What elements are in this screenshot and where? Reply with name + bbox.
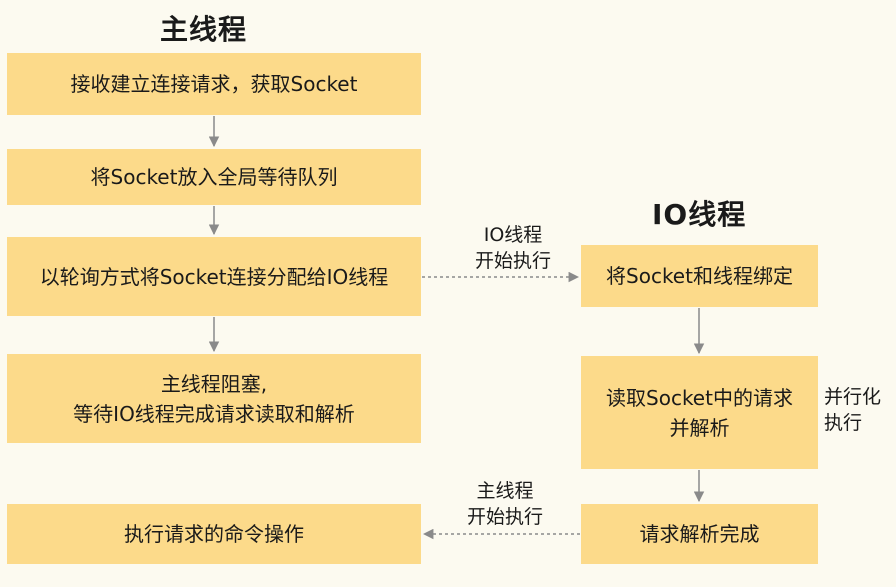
main-step-execute-command-text: 执行请求的命令操作	[124, 522, 304, 546]
parallel-execution-label: 并行化 执行	[824, 384, 881, 436]
io-step-read-parse-text-2: 并解析	[669, 415, 730, 440]
handoff-to-io-label-line-2: 开始执行	[474, 250, 551, 272]
io-step-read-parse: 读取Socket中的请求 并解析	[581, 356, 818, 469]
io-thread-title: IO线程	[652, 198, 747, 231]
main-step-enqueue-socket: 将Socket放入全局等待队列	[7, 149, 421, 205]
io-step-parse-done-text: 请求解析完成	[639, 522, 760, 546]
handoff-to-main-label-line-1: 主线程	[476, 480, 534, 502]
io-step-bind-socket-text: 将Socket和线程绑定	[606, 264, 793, 288]
main-step-accept-connection-text: 接收建立连接请求，获取Socket	[70, 72, 358, 96]
io-step-read-parse-text-1: 读取Socket中的请求	[606, 385, 793, 410]
main-step-block-wait-text-2: 等待IO线程完成请求读取和解析	[73, 401, 355, 426]
main-step-dispatch-to-io: 以轮询方式将Socket连接分配给IO线程	[7, 237, 421, 316]
main-step-block-wait: 主线程阻塞, 等待IO线程完成请求读取和解析	[7, 354, 421, 443]
main-thread-title: 主线程	[160, 13, 248, 46]
main-step-block-wait-text-1: 主线程阻塞,	[160, 371, 268, 396]
parallel-execution-label-line-2: 执行	[824, 412, 863, 434]
main-step-enqueue-socket-text: 将Socket放入全局等待队列	[90, 165, 338, 189]
main-step-accept-connection: 接收建立连接请求，获取Socket	[7, 53, 421, 115]
io-step-bind-socket: 将Socket和线程绑定	[581, 245, 818, 307]
handoff-to-main-label: 主线程 开始执行	[450, 478, 560, 530]
io-step-parse-done: 请求解析完成	[581, 504, 818, 564]
parallel-execution-label-line-1: 并行化	[824, 386, 882, 408]
handoff-to-io-label-line-1: IO线程	[483, 224, 543, 246]
main-step-dispatch-to-io-text: 以轮询方式将Socket连接分配给IO线程	[39, 264, 389, 289]
handoff-to-io-label: IO线程 开始执行	[458, 222, 568, 274]
handoff-to-main-label-line-2: 开始执行	[466, 506, 543, 528]
main-step-execute-command: 执行请求的命令操作	[7, 504, 421, 564]
